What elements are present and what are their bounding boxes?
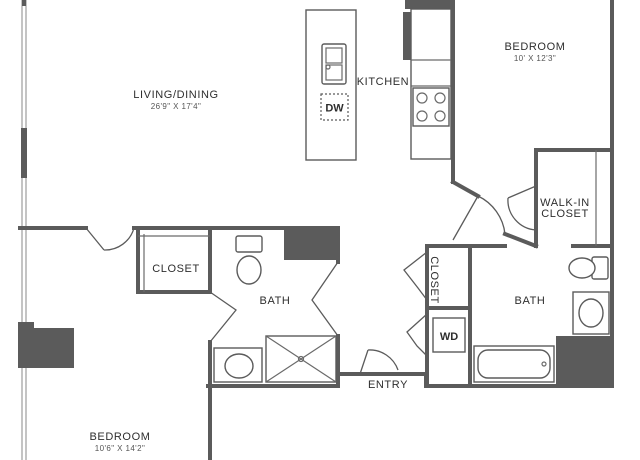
bath-left (18, 226, 428, 460)
svg-text:CLOSET: CLOSET (541, 208, 589, 220)
shower-icon (265, 335, 337, 383)
svg-text:CLOSET: CLOSET (428, 256, 440, 304)
svg-text:10' X 12'3": 10' X 12'3" (514, 54, 556, 63)
dishwasher: DW (320, 93, 349, 121)
room-label-entry: ENTRY (368, 379, 408, 391)
room-label-bath-left: BATH (260, 295, 291, 307)
svg-text:LIVING/DINING: LIVING/DINING (133, 89, 218, 101)
room-label-walk-in-closet: WALK-IN CLOSET (540, 197, 590, 220)
toilet-icon-left (235, 235, 263, 285)
cooktop-icon (412, 87, 450, 127)
svg-text:10'6" X 14'2": 10'6" X 14'2" (95, 444, 145, 453)
svg-text:WALK-IN: WALK-IN (540, 197, 590, 209)
svg-text:DW: DW (325, 103, 344, 115)
sink-icon (321, 43, 347, 85)
room-label-kitchen: KITCHEN (357, 76, 409, 88)
room-label-closet-left: CLOSET (152, 263, 200, 275)
svg-text:WD: WD (440, 331, 458, 343)
bathtub-icon (473, 345, 555, 383)
svg-text:BEDROOM: BEDROOM (89, 431, 150, 443)
room-label-bath-right: BATH (515, 295, 546, 307)
toilet-icon (568, 256, 609, 280)
bath-right (468, 244, 614, 388)
room-label-bedroom-lower: BEDROOM 10'6" X 14'2" (89, 431, 150, 453)
kitchen-counter (403, 0, 453, 160)
kitchen-island: DW (305, 9, 357, 161)
room-label-living-dining: LIVING/DINING 26'9" X 17'4" (133, 89, 218, 111)
column-lower-left (18, 322, 74, 368)
vanity-sink-icon-left (213, 347, 263, 383)
svg-text:BEDROOM: BEDROOM (504, 41, 565, 53)
svg-text:26'9" X 17'4": 26'9" X 17'4" (151, 102, 201, 111)
washer-dryer: WD (432, 317, 466, 353)
vanity-sink-icon (572, 291, 610, 335)
room-label-bedroom-upper: BEDROOM 10' X 12'3" (504, 41, 565, 63)
